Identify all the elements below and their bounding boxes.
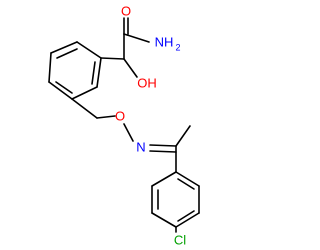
- bond-alpha-ring: [100, 57, 125, 60]
- ring-a-inner-2: [55, 81, 73, 94]
- ring-a-bond-5: [71, 86, 98, 100]
- amide-oxygen-label: O: [121, 3, 131, 18]
- ring-a-bond-6: [96, 57, 102, 88]
- hydroxyl-label: OH: [137, 75, 157, 90]
- bond-amide-cn: [123, 33, 150, 43]
- ring-b-bond-1: [151, 171, 177, 187]
- imine-nitrogen-label: N: [136, 139, 145, 154]
- ring-b-bond-3: [151, 212, 177, 228]
- bond-ch2-o: [96, 115, 116, 119]
- bonds: [48, 17, 200, 233]
- ring-b-inner-3: [177, 178, 195, 190]
- ring-a-bond-4: [48, 81, 73, 100]
- bond-o-n: [123, 123, 134, 142]
- bond-imine: [149, 144, 177, 147]
- amide-nitrogen-label: NH: [155, 34, 174, 49]
- amide-nitrogen-h-count: 2: [175, 42, 180, 52]
- ring-a-inner-1: [56, 48, 78, 59]
- bond-ring-ch2: [71, 98, 98, 119]
- chlorine-label: Cl: [174, 232, 186, 247]
- ring-a-bond-3: [48, 52, 52, 83]
- ring-b-inner-2: [177, 210, 195, 222]
- atom-labels: O NH 2 OH O N Cl: [115, 3, 186, 247]
- ether-oxygen-label: O: [115, 108, 125, 123]
- ring-a-bond-2: [50, 41, 78, 54]
- ring-b-bond-4: [175, 212, 200, 228]
- bond-alpha-hydroxyl: [123, 58, 138, 78]
- bond-methyl: [175, 125, 191, 147]
- ring-a-bond-1: [76, 41, 102, 59]
- structure-canvas: O NH 2 OH O N Cl: [48, 3, 200, 248]
- ring-a-inner-3: [91, 61, 96, 85]
- ring-b-bond-6: [175, 171, 200, 187]
- bond-imine-double: [149, 150, 177, 153]
- molecule-diagram: O NH 2 OH O N Cl: [48, 3, 200, 247]
